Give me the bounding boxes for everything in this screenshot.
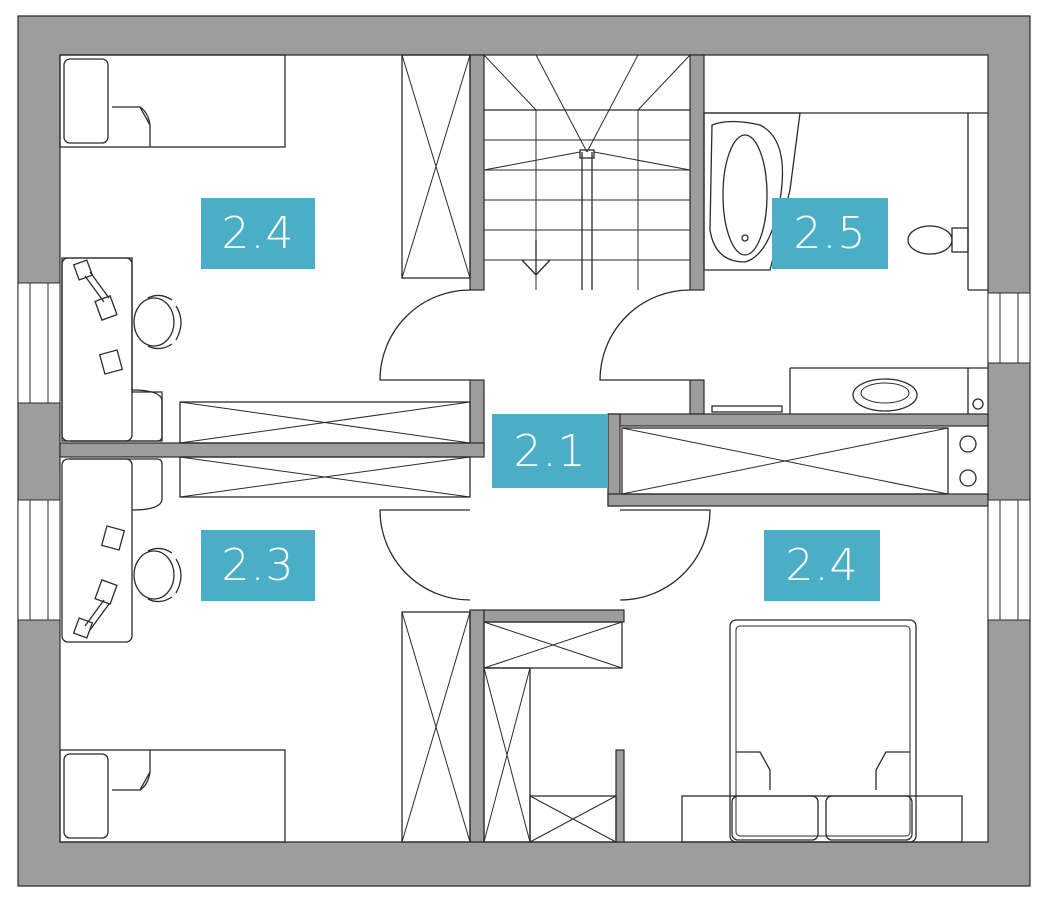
- bedroom-sw-furniture: [59, 456, 471, 843]
- hall-wardrobe: [621, 427, 977, 495]
- room-label-bedroom-nw: 2.4: [201, 198, 315, 269]
- walk-in-closet: [483, 621, 623, 843]
- windows: [17, 282, 1031, 621]
- bedroom-se-furniture: [681, 619, 963, 843]
- room-label-hallway: 2.1: [492, 414, 608, 488]
- staircase: [483, 54, 691, 290]
- room-label-bathroom: 2.5: [772, 198, 888, 269]
- room-label-bedroom-se: 2.4: [764, 530, 880, 601]
- doors: [379, 289, 711, 601]
- bedroom-nw-furniture: [59, 54, 471, 444]
- room-label-bedroom-sw: 2.3: [201, 530, 315, 601]
- bathroom-fixtures: [703, 112, 988, 414]
